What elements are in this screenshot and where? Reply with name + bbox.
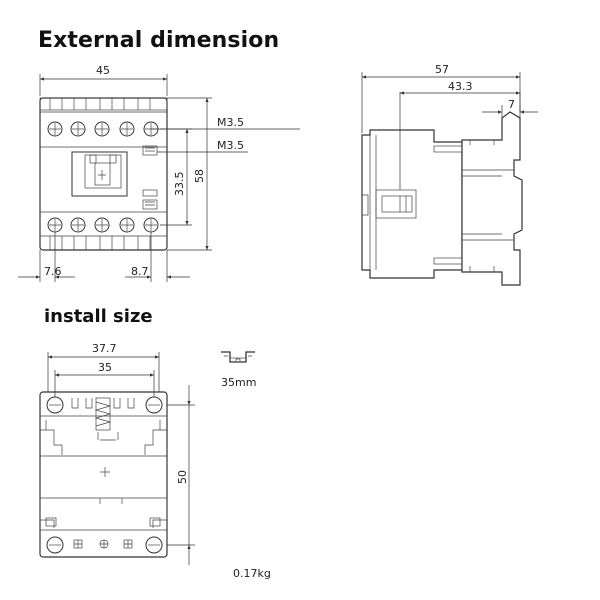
front-top-strip bbox=[39, 97, 168, 111]
dim-58-label: 58 bbox=[193, 169, 206, 183]
dim-43-3-label: 43.3 bbox=[448, 80, 473, 93]
rail-35mm-label: 35mm bbox=[221, 376, 256, 389]
dim-33-5-label: 33.5 bbox=[173, 172, 186, 197]
front-indicator-window bbox=[71, 151, 128, 197]
dim-50-label: 50 bbox=[176, 470, 189, 484]
dim-37-7-label: 37.7 bbox=[92, 342, 117, 355]
weight-label: 0.17kg bbox=[233, 567, 271, 580]
install-size-title: install size bbox=[44, 306, 153, 327]
front-view: 45 M3.5 M3.5 33.5 58 7.6 8.7 bbox=[18, 64, 300, 282]
dim-m35-mid-label: M3.5 bbox=[217, 139, 244, 152]
din-rail-icon bbox=[221, 351, 255, 363]
side-view: 57 43.3 7 bbox=[361, 63, 538, 286]
dim-m35-top-label: M3.5 bbox=[217, 116, 244, 129]
front-bottom-screws bbox=[47, 217, 159, 233]
external-dimension-title: External dimension bbox=[38, 28, 280, 53]
dim-7-6-label: 7.6 bbox=[44, 265, 62, 278]
dim-45-label: 45 bbox=[96, 64, 110, 77]
dim-57-label: 57 bbox=[435, 63, 449, 76]
install-view-body bbox=[39, 391, 168, 558]
front-top-screws bbox=[47, 121, 159, 137]
side-view-rear bbox=[461, 111, 523, 286]
dim-35-label: 35 bbox=[98, 361, 112, 374]
install-view: 37.7 35 50 bbox=[39, 342, 195, 565]
dim-8-7-label: 8.7 bbox=[131, 265, 149, 278]
dim-7-label: 7 bbox=[508, 98, 515, 111]
